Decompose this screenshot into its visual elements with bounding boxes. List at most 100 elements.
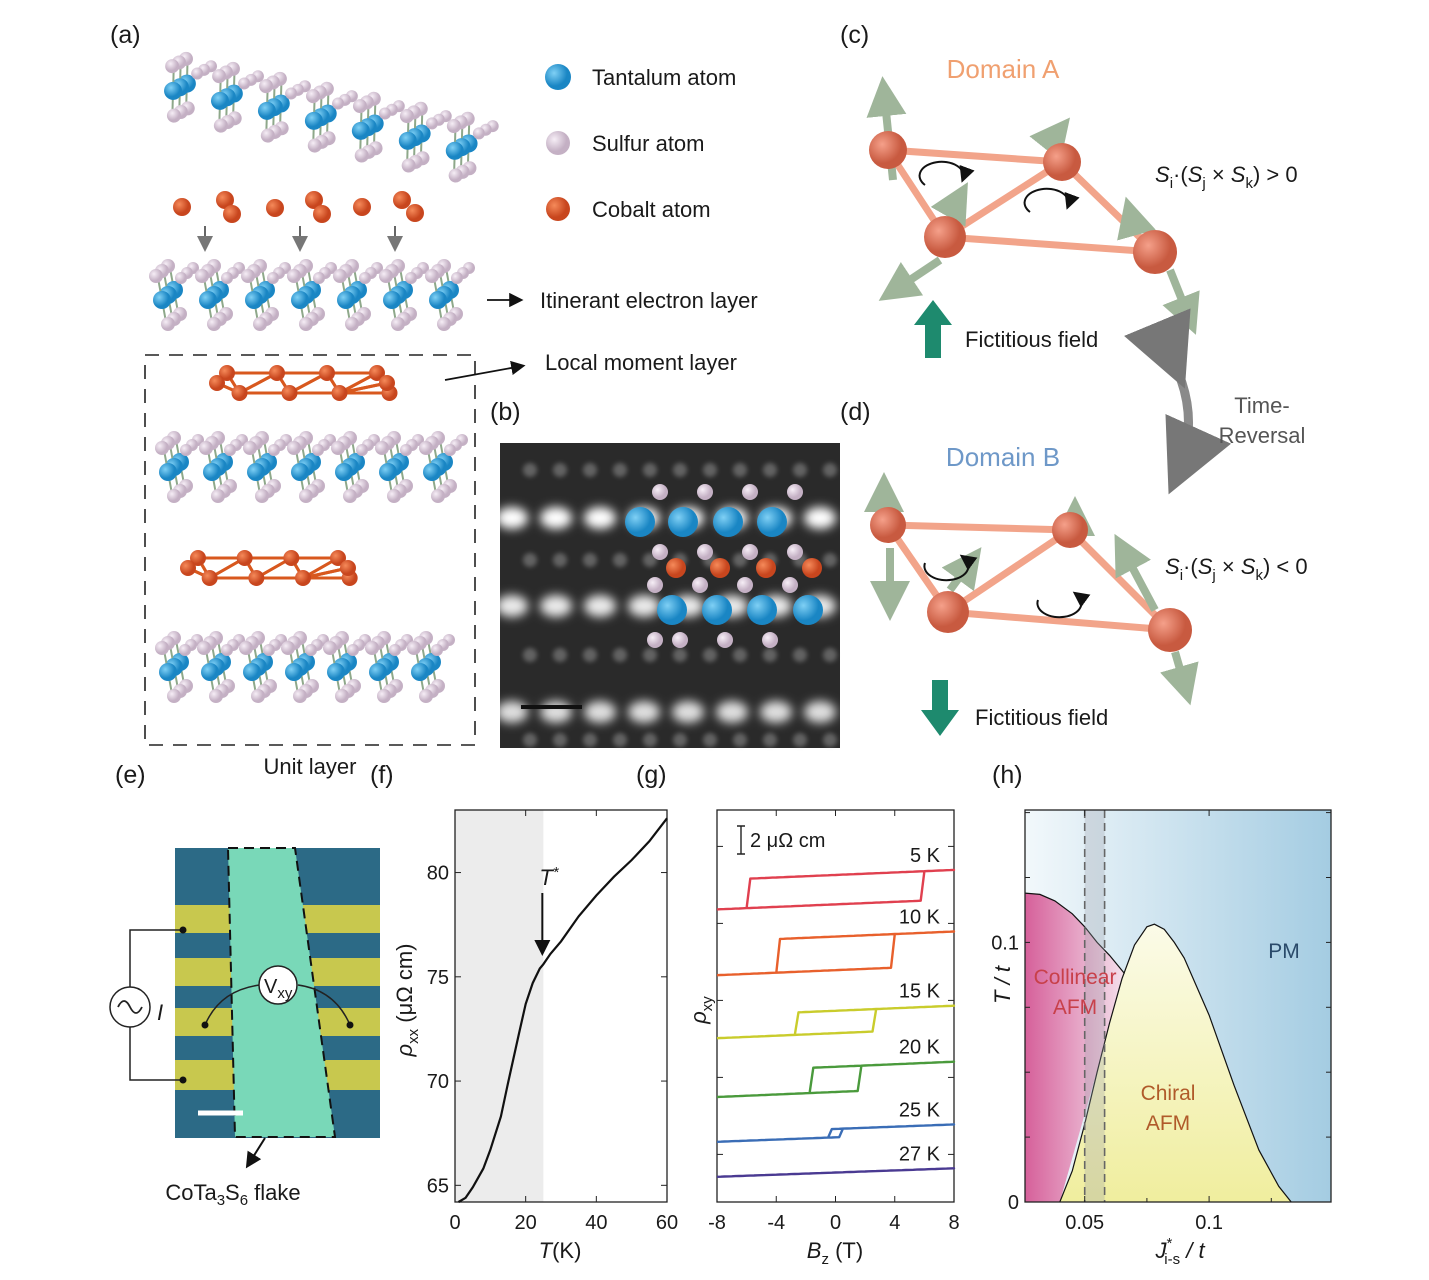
x-tick-label: 60: [656, 1212, 678, 1234]
stem-faint-spot: [703, 648, 717, 662]
sulfur-atom: [306, 89, 321, 104]
sulfur-atom: [365, 641, 379, 655]
magnetic-ion: [1052, 512, 1088, 548]
tantalum-atom: [383, 291, 401, 309]
stem-faint-spot: [643, 733, 657, 747]
resistivity-curve: [457, 817, 668, 1203]
cobalt-atom: [295, 570, 311, 586]
panel-label-f: (f): [370, 761, 394, 789]
circulation-arrow-icon: [1023, 187, 1080, 213]
sulfur-atom: [717, 632, 733, 648]
tantalum-atom: [411, 663, 429, 681]
ylabel-var: ρ: [686, 1011, 711, 1025]
formula-text: ) > 0: [1253, 162, 1298, 187]
hysteresis-loop-25k: [716, 1123, 956, 1143]
sulfur-atom: [399, 109, 414, 124]
stem-faint-spot: [583, 648, 597, 662]
formula-s: S: [1231, 162, 1246, 187]
time-reversal-arrow-icon: [1124, 308, 1232, 495]
stem-bright-spot: [496, 507, 528, 529]
sulfur-atom: [267, 272, 279, 284]
tantalum-atom: [398, 131, 417, 150]
sulfur-atom: [672, 632, 688, 648]
spin-bond: [1067, 527, 1173, 633]
stem-faint-spot: [793, 648, 807, 662]
xlabel-unit: (T): [829, 1238, 863, 1263]
panel-label-d: (d): [840, 398, 871, 426]
sulfur-atom: [260, 128, 275, 143]
sulfur-atom: [211, 489, 225, 503]
xlabel-unit: / t: [1180, 1238, 1205, 1263]
circuit-wire: [204, 984, 351, 1026]
sulfur-atom: [221, 644, 233, 656]
series-label: 5 K: [910, 845, 941, 867]
device-optical-image: [109, 847, 380, 1169]
sulfur-atom: [305, 644, 317, 656]
spin-bond: [887, 521, 1071, 534]
stem-bright-spot: [496, 701, 528, 723]
stem-faint-spot: [553, 463, 567, 477]
cobalt-atom: [313, 205, 331, 223]
series-label: 20 K: [899, 1037, 941, 1059]
current-source-label: I: [157, 1000, 163, 1025]
sulfur-atom: [647, 632, 663, 648]
sulfur-atom: [405, 272, 417, 284]
cobalt-atom: [173, 198, 191, 216]
magnetic-ion: [1148, 608, 1192, 652]
sulfur-atom: [213, 118, 228, 133]
stem-faint-spot: [733, 463, 747, 477]
tas2-layer-2: [155, 431, 468, 503]
tantalum-atom: [164, 81, 183, 100]
chiral-label: AFM: [1146, 1112, 1190, 1135]
stem-faint-rows: [523, 463, 837, 747]
stem-bright-spot: [760, 701, 792, 723]
tantalum-atom: [369, 663, 387, 681]
voltage-symbol: V: [264, 976, 278, 998]
domain-a-title: Domain A: [947, 54, 1060, 84]
formula-text: ) < 0: [1263, 554, 1308, 579]
stem-faint-spot: [613, 648, 627, 662]
chart-f-ylabel: ρxx (μΩ cm): [392, 944, 422, 1058]
magnetic-ion: [924, 216, 966, 258]
tantalum-atom: [423, 463, 441, 481]
chart-h-xlabel: J*i-s / t: [1154, 1235, 1205, 1268]
tantalum-atom: [793, 595, 823, 625]
sulfur-atom: [697, 544, 713, 560]
stem-bright-spot: [540, 507, 572, 529]
sine-wave-icon: [117, 1000, 143, 1014]
x-tick-label: 0.1: [1195, 1212, 1223, 1234]
hysteresis-loop-20k: [716, 1060, 956, 1099]
tantalum-atom: [304, 111, 323, 130]
magnetic-ion: [927, 591, 969, 633]
formula-text: ·(: [1173, 162, 1188, 187]
flake-word: flake: [248, 1180, 301, 1205]
flake-subscript: 6: [240, 1192, 248, 1209]
cobalt-plane-1: [209, 365, 398, 401]
sulfur-atom: [299, 317, 313, 331]
formula-s: S: [1241, 554, 1256, 579]
formula-sub: i: [1180, 567, 1183, 584]
sulfur-atom: [356, 444, 368, 456]
cobalt-atom: [248, 570, 265, 586]
sulfur-atom: [323, 641, 337, 655]
circuit-wire: [129, 929, 183, 1081]
stem-faint-spot: [523, 553, 537, 567]
sulfur-atom: [312, 444, 324, 456]
sulfur-atom: [692, 577, 708, 593]
stem-faint-spot: [703, 463, 717, 477]
sulfur-atom: [299, 489, 313, 503]
stem-faint-spot: [733, 648, 747, 662]
collinear-label: Collinear: [1034, 966, 1117, 989]
formula-text: ×: [1206, 162, 1231, 187]
formula-sub: i: [1170, 175, 1173, 192]
magnetic-ion: [870, 507, 906, 543]
fictitious-field-up-arrow-icon: [914, 300, 952, 358]
pm-label: PM: [1268, 940, 1300, 963]
sulfur-atom: [179, 644, 191, 656]
sulfur-atom: [224, 444, 236, 456]
sulfur-atom: [419, 689, 433, 703]
hysteresis-loop-5k: [716, 868, 956, 911]
tantalum-atom: [291, 291, 309, 309]
sulfur-atom: [221, 272, 233, 284]
tas2-layer-3: [155, 631, 455, 703]
